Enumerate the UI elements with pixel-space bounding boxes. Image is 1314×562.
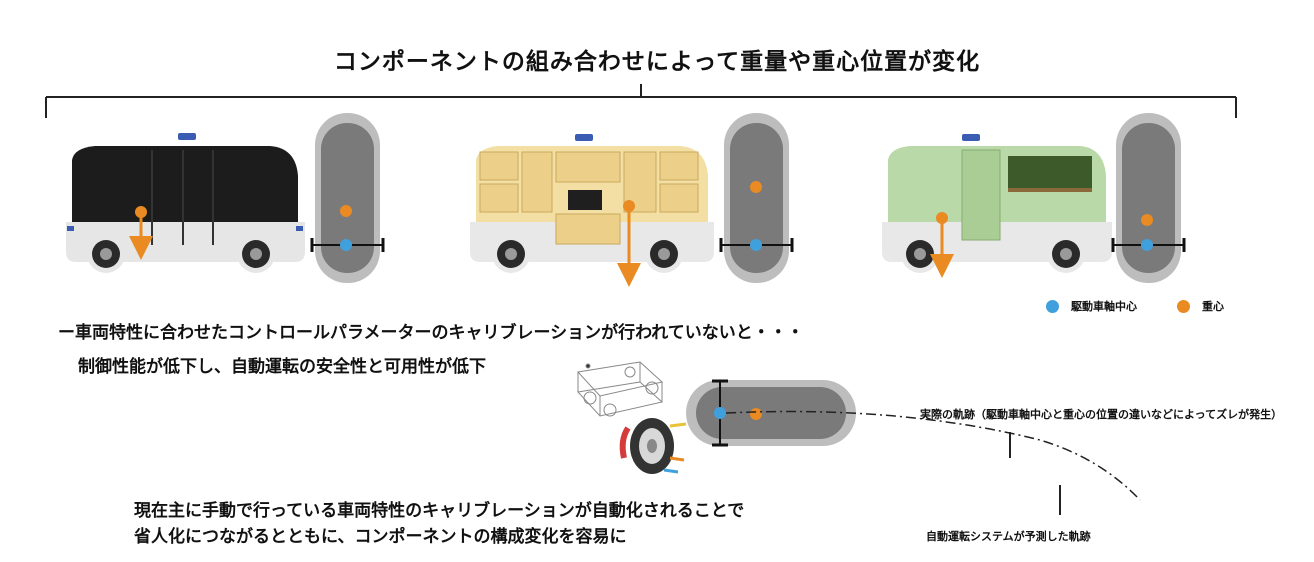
chassis-frame-illustration (577, 361, 664, 417)
legend-gravity: 重心 (1177, 298, 1224, 314)
gravity-dot-icon (1177, 299, 1190, 313)
note-line-1: ー車両特性に合わせたコントロールパラメーターのキャリブレーションが行われていない… (58, 323, 804, 343)
note-line-3: 現在主に手動で行っている車両特性のキャリブレーションが自動化されることで (134, 501, 745, 521)
legend: 駆動車軸中心 重心 (1046, 298, 1224, 314)
trajectory-top-view (686, 379, 1141, 515)
bus-cream-illustration (470, 134, 714, 273)
note-line-4: 省人化につながるとともに、コンポーネントの構成変化を容易に (134, 527, 627, 547)
predicted-trajectory-label: 自動運転システムが予測した軌跡 (926, 530, 1091, 543)
tire-illustration (619, 418, 687, 474)
diagram-title: コンポーネントの組み合わせによって重量や重心位置が変化 (333, 49, 981, 75)
drive-axle-dot-icon (1046, 299, 1059, 313)
legend-drive-axle: 駆動車軸中心 (1046, 298, 1137, 314)
top-view-3 (1111, 113, 1186, 283)
bus-black-illustration (66, 133, 305, 273)
bus-green-illustration (882, 134, 1112, 273)
note-line-2: 制御性能が低下し、自動運転の安全性と可用性が低下 (78, 357, 486, 377)
top-view-2 (719, 113, 794, 283)
actual-trajectory-label: 実際の軌跡（駆動車軸中心と重心の位置の違いなどによってズレが発生） (920, 408, 1283, 421)
bracket (45, 84, 1237, 118)
top-view-1 (310, 113, 385, 283)
